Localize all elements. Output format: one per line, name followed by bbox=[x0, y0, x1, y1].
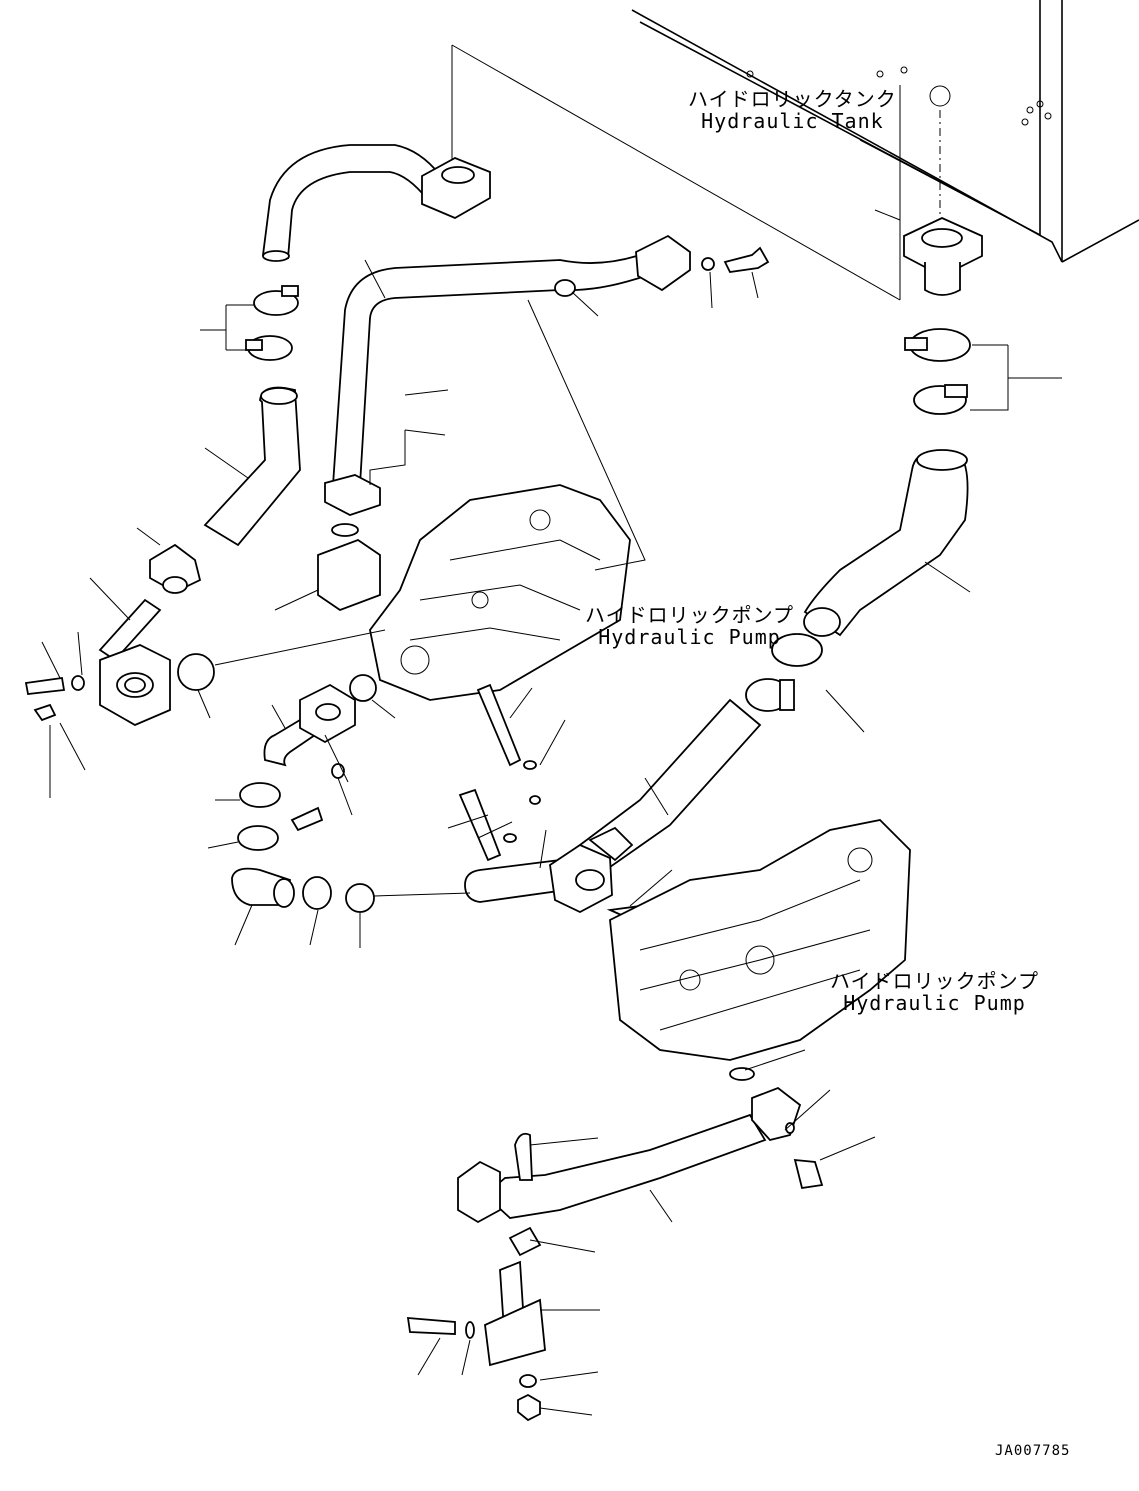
steel-tube-upper bbox=[324, 234, 770, 516]
drawing-id: JA007785 bbox=[995, 1443, 1071, 1459]
hydraulic-pump-2-label-jp: ハイドロリックポンプ bbox=[830, 969, 1039, 993]
hydraulic-pump-2 bbox=[609, 819, 911, 1081]
hydraulic-pump-2-label-en: Hydraulic Pump bbox=[843, 991, 1026, 1015]
leader-lines bbox=[41, 209, 1062, 1416]
hydraulic-pump-1-label-jp: ハイドロリックポンプ bbox=[585, 603, 794, 627]
hydraulic-pump-1 bbox=[317, 484, 631, 701]
hose-clamps-left bbox=[245, 285, 299, 361]
hydraulic-tank bbox=[451, 0, 1139, 301]
hydraulic-tank-label: ハイドロリックタンク Hydraulic Tank bbox=[688, 88, 897, 132]
right-elbow-hose bbox=[745, 328, 971, 712]
left-fittings bbox=[24, 543, 215, 727]
left-elbow-hose bbox=[203, 386, 301, 547]
hydraulic-pump-1-label-en: Hydraulic Pump bbox=[598, 625, 781, 649]
return-hose-upper bbox=[261, 144, 491, 262]
lower-hose bbox=[458, 683, 762, 920]
mid-left-fittings bbox=[231, 674, 377, 913]
bottom-tube-assembly bbox=[406, 1086, 824, 1422]
hydraulic-pump-1-label: ハイドロリックポンプ Hydraulic Pump bbox=[585, 604, 794, 648]
hydraulic-tank-label-en: Hydraulic Tank bbox=[701, 109, 884, 133]
hydraulic-tank-label-jp: ハイドロリックタンク bbox=[688, 87, 897, 111]
hydraulic-pump-2-label: ハイドロリックポンプ Hydraulic Pump bbox=[830, 970, 1039, 1014]
